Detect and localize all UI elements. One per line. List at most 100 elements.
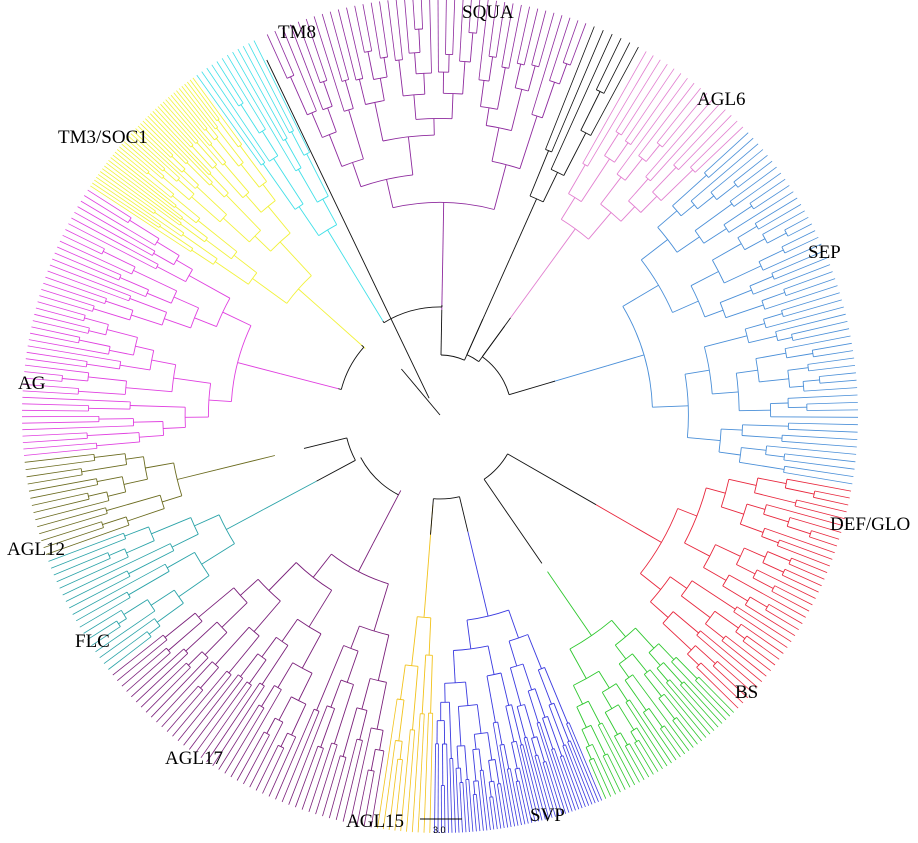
leaf-branch <box>459 782 463 833</box>
node-arc <box>818 376 821 384</box>
internal-branch <box>542 718 554 750</box>
internal-branch <box>542 172 558 203</box>
leaf-branch <box>444 785 446 834</box>
leaf-branch <box>803 387 858 392</box>
node-arc <box>720 479 730 508</box>
node-arc <box>787 370 791 388</box>
leaf-branch <box>745 604 796 637</box>
internal-branch <box>129 219 160 239</box>
internal-branch <box>200 667 219 689</box>
internal-branch <box>657 210 678 228</box>
internal-branch <box>456 746 459 769</box>
node-arc <box>671 656 677 663</box>
internal-branch <box>684 542 711 557</box>
internal-branch <box>514 63 522 88</box>
backbone-branch <box>483 479 543 564</box>
leaf-branch <box>531 10 547 66</box>
internal-branch <box>328 134 343 167</box>
node-arc <box>562 744 566 747</box>
internal-branch <box>119 277 149 291</box>
internal-branch <box>350 625 360 649</box>
internal-branch <box>622 284 659 307</box>
clade-label-agl6: AGL6 <box>697 89 746 110</box>
leaf-branch <box>762 210 805 235</box>
internal-branch <box>106 494 161 512</box>
node-arc <box>259 682 265 687</box>
leaf-branch <box>449 758 453 833</box>
leaf-branch <box>497 784 505 829</box>
internal-branch <box>84 317 109 325</box>
outgroup-branch <box>266 59 430 399</box>
internal-branch <box>624 679 647 711</box>
internal-branch <box>669 576 688 589</box>
node-arc <box>216 297 231 327</box>
node-arc <box>149 350 155 370</box>
leaf-branch <box>196 74 262 166</box>
internal-branch <box>676 236 700 253</box>
leaf-branch <box>342 740 363 822</box>
leaf-branch <box>186 81 218 122</box>
internal-branch <box>87 432 140 437</box>
internal-branch <box>457 706 462 746</box>
leaf-branch <box>621 63 668 136</box>
leaf-branch <box>363 771 375 827</box>
internal-branch <box>761 536 779 544</box>
node-arc <box>758 261 764 271</box>
leaf-branch <box>123 141 165 177</box>
internal-branch <box>261 645 289 685</box>
internal-branch <box>217 119 239 148</box>
leaf-branch <box>774 257 828 280</box>
node-arc <box>356 738 363 741</box>
node-arc <box>783 289 787 296</box>
internal-branch <box>373 583 389 632</box>
internal-branch <box>514 769 519 782</box>
leaf-branch <box>28 339 109 355</box>
leaf-branch <box>771 250 825 274</box>
internal-branch <box>601 692 613 709</box>
leaf-branch <box>346 7 364 79</box>
internal-branch <box>210 183 225 198</box>
leaf-branch <box>337 9 357 81</box>
internal-branch <box>221 602 248 628</box>
leaf-branch <box>108 159 183 218</box>
leaf-branch <box>301 748 324 810</box>
internal-branch <box>273 158 304 205</box>
internal-branch <box>175 206 197 224</box>
leaf-branch <box>429 713 434 833</box>
root-branch <box>401 368 418 388</box>
leaf-branch <box>95 176 182 237</box>
leaf-branch <box>108 636 152 670</box>
internal-branch <box>414 52 417 74</box>
internal-branch <box>222 311 252 327</box>
node-arc <box>105 324 109 335</box>
backbone-branch <box>338 388 342 390</box>
internal-branch <box>534 688 546 718</box>
internal-branch <box>762 562 784 573</box>
leaf-branch <box>756 569 816 599</box>
internal-branch <box>361 678 371 710</box>
node-arc <box>148 526 155 541</box>
leaf-branch <box>493 781 502 829</box>
internal-branch <box>749 596 768 608</box>
node-arc <box>735 547 745 565</box>
leaf-branch <box>166 689 204 732</box>
node-arc <box>286 74 295 79</box>
node-arc <box>505 704 512 707</box>
leaf-branch <box>30 484 98 499</box>
internal-branch <box>737 225 758 239</box>
clade-label-ag: AG <box>18 373 46 394</box>
leaf-branch <box>669 679 715 731</box>
internal-branch <box>487 645 495 675</box>
internal-branch <box>284 139 302 169</box>
leaf-branch <box>39 513 108 535</box>
leaf-branch <box>515 741 536 823</box>
internal-branch <box>611 620 626 638</box>
leaf-branch <box>161 685 199 728</box>
internal-branch <box>522 663 533 691</box>
node-arc <box>761 528 766 537</box>
internal-branch <box>197 220 238 253</box>
internal-branch <box>399 741 403 760</box>
leaf-branch <box>206 682 261 763</box>
backbone-branch <box>303 437 347 449</box>
node-arc <box>567 740 571 743</box>
